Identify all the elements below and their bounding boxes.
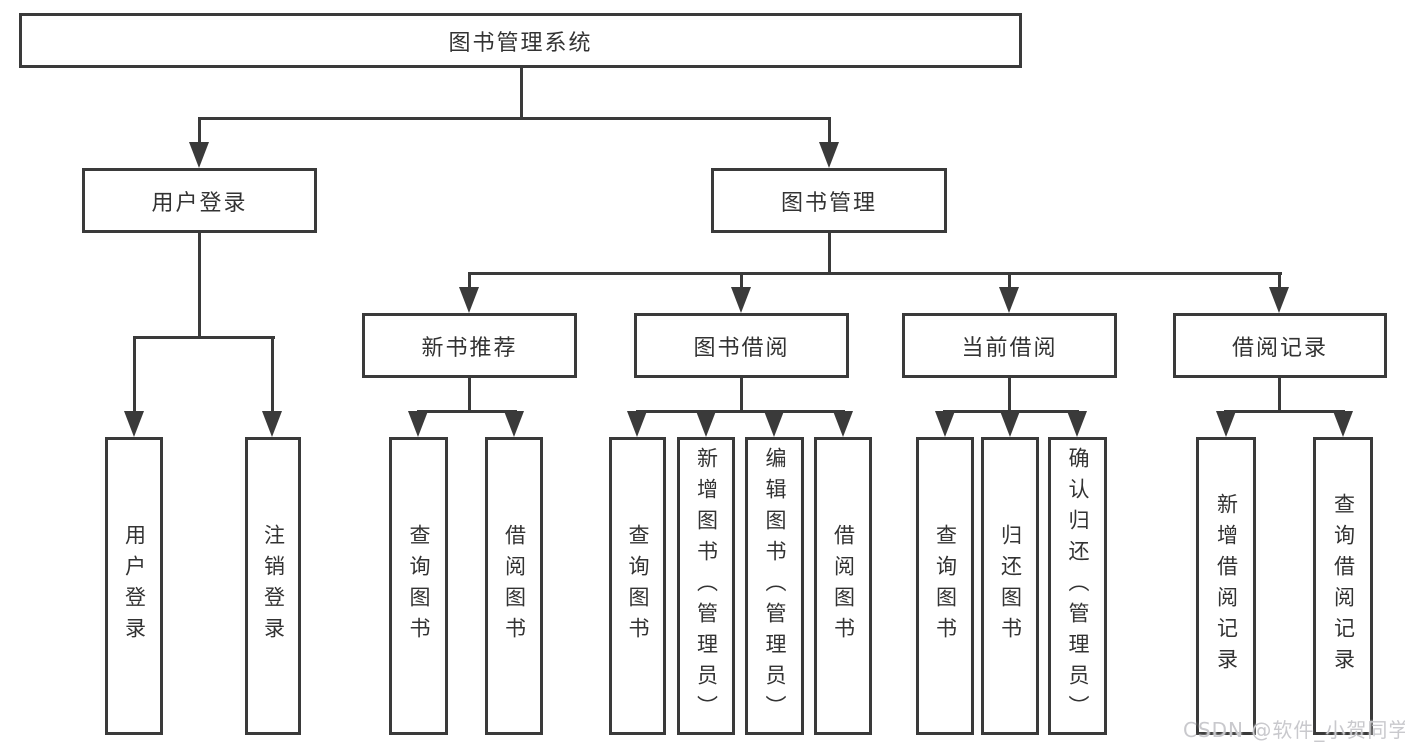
connector-to-user-login-leaf — [133, 336, 136, 416]
csdn-watermark: CSDN @软件_小贺同学 — [1183, 718, 1405, 742]
arrowhead-borrow-book-1 — [504, 411, 524, 437]
node-leaf-return-book: 归还图书 — [981, 437, 1039, 735]
node-leaf-query-borrow-record: 查询借阅记录 — [1313, 437, 1373, 735]
node-leaf-edit-book-admin: 编辑图书（管理员） — [745, 437, 804, 735]
arrowhead-add-borrow-record — [1216, 411, 1236, 437]
node-label-leaf-user-login: 用户登录 — [122, 524, 147, 648]
connector-root-to-book-management — [828, 117, 831, 147]
node-leaf-query-book-1: 查询图书 — [389, 437, 448, 735]
connector-book-management-branch — [468, 272, 1282, 275]
node-label-leaf-query-book-1: 查询图书 — [407, 524, 431, 648]
arrowhead-query-book-2 — [627, 411, 647, 437]
arrowhead-book-management — [819, 142, 839, 168]
node-label-leaf-query-borrow-record: 查询借阅记录 — [1331, 493, 1356, 679]
arrowhead-book-borrow — [731, 287, 751, 313]
node-label-leaf-confirm-return-admin: 确认归还（管理员） — [1066, 446, 1090, 726]
node-label-leaf-return-book: 归还图书 — [998, 524, 1023, 648]
arrowhead-current-borrow — [999, 287, 1019, 313]
node-leaf-add-borrow-record: 新增借阅记录 — [1196, 437, 1256, 735]
node-label-leaf-logout: 注销登录 — [261, 524, 286, 648]
node-label-borrow-records: 借阅记录 — [1231, 335, 1328, 361]
node-label-leaf-edit-book-admin: 编辑图书（管理员） — [763, 446, 787, 726]
connector-book-management-trunk — [828, 233, 831, 275]
node-leaf-confirm-return-admin: 确认归还（管理员） — [1048, 437, 1107, 735]
arrowhead-logout-leaf — [262, 411, 282, 437]
node-label-current-borrow: 当前借阅 — [961, 335, 1058, 361]
arrowhead-user-login — [189, 142, 209, 168]
connector-to-logout-leaf — [271, 336, 274, 416]
arrowhead-query-book-1 — [408, 411, 428, 437]
connector-to-borrow-records — [1278, 272, 1281, 292]
node-label-leaf-borrow-book-2: 借阅图书 — [831, 524, 856, 648]
node-label-book-management: 图书管理 — [780, 190, 877, 216]
connector-borrow-records-branch — [1224, 410, 1345, 413]
connector-borrow-records-trunk — [1278, 378, 1281, 413]
node-leaf-query-book-3: 查询图书 — [916, 437, 974, 735]
arrowhead-query-borrow-record — [1333, 411, 1353, 437]
connector-book-borrow-trunk — [740, 378, 743, 413]
arrowhead-borrow-records — [1269, 287, 1289, 313]
connector-current-borrow-trunk — [1008, 378, 1011, 413]
node-new-book-recommend: 新书推荐 — [362, 313, 577, 378]
arrowhead-user-login-leaf — [124, 411, 144, 437]
connector-new-book-trunk — [468, 378, 471, 413]
node-label-root: 图书管理系统 — [448, 30, 593, 56]
node-user-login: 用户登录 — [82, 168, 317, 233]
arrowhead-add-book — [696, 411, 716, 437]
node-leaf-user-login: 用户登录 — [105, 437, 163, 735]
node-label-leaf-borrow-book-1: 借阅图书 — [502, 524, 527, 648]
node-label-new-book-recommend: 新书推荐 — [421, 335, 518, 361]
arrowhead-query-book-3 — [935, 411, 955, 437]
connector-to-current-borrow — [1008, 272, 1011, 292]
arrowhead-return-book — [1000, 411, 1020, 437]
node-label-book-borrow: 图书借阅 — [693, 335, 790, 361]
node-label-leaf-query-book-2: 查询图书 — [626, 524, 650, 648]
arrowhead-edit-book — [764, 411, 784, 437]
node-book-borrow: 图书借阅 — [634, 313, 849, 378]
node-label-leaf-add-book-admin: 新增图书（管理员） — [694, 446, 719, 726]
node-leaf-logout: 注销登录 — [245, 437, 301, 735]
node-book-management: 图书管理 — [711, 168, 947, 233]
connector-new-book-branch — [417, 410, 517, 413]
node-label-leaf-add-borrow-record: 新增借阅记录 — [1214, 493, 1239, 679]
node-current-borrow: 当前借阅 — [902, 313, 1117, 378]
node-library-management-system: 图书管理系统 — [19, 13, 1022, 68]
arrowhead-borrow-book-2 — [833, 411, 853, 437]
node-label-leaf-query-book-3: 查询图书 — [933, 524, 958, 648]
connector-root-trunk — [520, 68, 523, 120]
node-leaf-borrow-book-2: 借阅图书 — [814, 437, 872, 735]
arrowhead-confirm-return — [1067, 411, 1087, 437]
connector-root-to-user-login — [198, 117, 201, 147]
arrowhead-new-book — [459, 287, 479, 313]
node-leaf-add-book-admin: 新增图书（管理员） — [677, 437, 735, 735]
connector-to-book-borrow — [740, 272, 743, 292]
connector-user-login-branch — [133, 336, 275, 339]
node-borrow-records: 借阅记录 — [1173, 313, 1387, 378]
node-leaf-borrow-book-1: 借阅图书 — [485, 437, 543, 735]
connector-root-branch — [198, 117, 831, 120]
connector-to-new-book — [468, 272, 471, 292]
node-leaf-query-book-2: 查询图书 — [609, 437, 666, 735]
connector-user-login-trunk — [198, 233, 201, 339]
node-label-user-login: 用户登录 — [151, 190, 248, 216]
connector-book-borrow-branch — [636, 410, 845, 413]
